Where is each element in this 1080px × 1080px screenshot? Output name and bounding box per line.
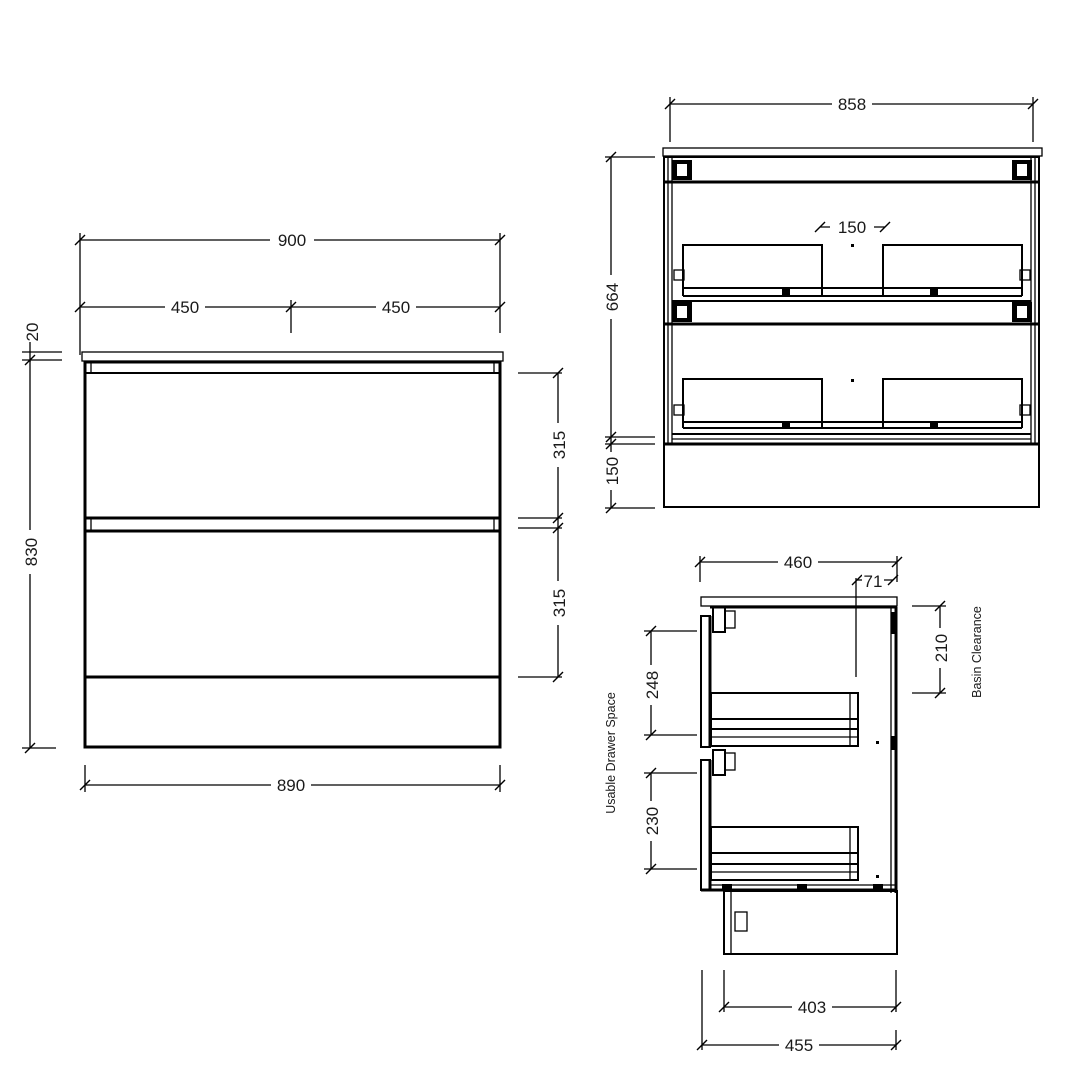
basin-clearance-label: Basin Clearance xyxy=(970,606,984,698)
dim-carcass-height: 664 xyxy=(603,283,622,311)
dim-drawer-depth: 403 xyxy=(798,998,826,1017)
dimension-450-pair: 450 450 xyxy=(74,296,506,333)
dim-top-thickness: 20 xyxy=(23,323,42,342)
usable-drawer-space-label: Usable Drawer Space xyxy=(604,692,618,814)
dimension-230: 230 xyxy=(640,767,697,875)
side-view: 460 71 210 Basin Clearance xyxy=(604,551,984,1056)
dim-top-depth: 460 xyxy=(784,553,812,572)
dim-rear-offset: 71 xyxy=(864,572,883,591)
dim-overall-height: 830 xyxy=(22,538,41,566)
side-carcass xyxy=(700,596,898,955)
dimension-315-lower: 315 xyxy=(518,528,570,683)
dimension-20: 20 xyxy=(22,323,62,366)
dim-carcass-depth: 455 xyxy=(785,1036,813,1055)
dimension-890: 890 xyxy=(79,765,506,796)
dim-upper-drawer-space: 248 xyxy=(643,671,662,699)
dim-lower-drawer-space: 230 xyxy=(643,807,662,835)
dimension-858: 858 xyxy=(664,93,1039,142)
dim-half-left: 450 xyxy=(171,298,199,317)
section-view: 858 664 150 xyxy=(600,93,1043,514)
dim-drawer-lower: 315 xyxy=(550,589,569,617)
section-carcass xyxy=(662,147,1043,508)
dim-drawer-upper: 315 xyxy=(550,431,569,459)
dimension-830: 830 xyxy=(20,360,56,754)
dimension-403: 403 xyxy=(718,970,902,1018)
dimension-900: 900 xyxy=(74,228,506,355)
dimension-210: 210 xyxy=(912,600,951,699)
dimension-315-upper: 315 xyxy=(518,367,570,534)
front-cabinet xyxy=(81,351,504,749)
dim-basin-clearance: 210 xyxy=(932,634,951,662)
dim-section-width: 858 xyxy=(838,95,866,114)
dimension-71: 71 xyxy=(851,571,899,677)
section-upper-drawer xyxy=(672,244,1031,302)
dimension-248: 248 xyxy=(640,625,697,741)
dim-kick-height: 150 xyxy=(603,457,622,485)
dim-half-right: 450 xyxy=(382,298,410,317)
dimension-150-gap: 150 xyxy=(814,216,891,238)
dim-gap: 150 xyxy=(838,218,866,237)
dim-base-width: 890 xyxy=(277,776,305,795)
dimension-460: 460 xyxy=(694,551,903,582)
dimension-664: 664 xyxy=(600,151,655,437)
front-view: 900 450 450 20 830 xyxy=(20,228,570,796)
dim-overall-width: 900 xyxy=(278,231,306,250)
section-lower-drawer xyxy=(672,378,1031,440)
dimension-150-kick: 150 xyxy=(600,431,655,514)
dimension-455: 455 xyxy=(696,970,902,1056)
